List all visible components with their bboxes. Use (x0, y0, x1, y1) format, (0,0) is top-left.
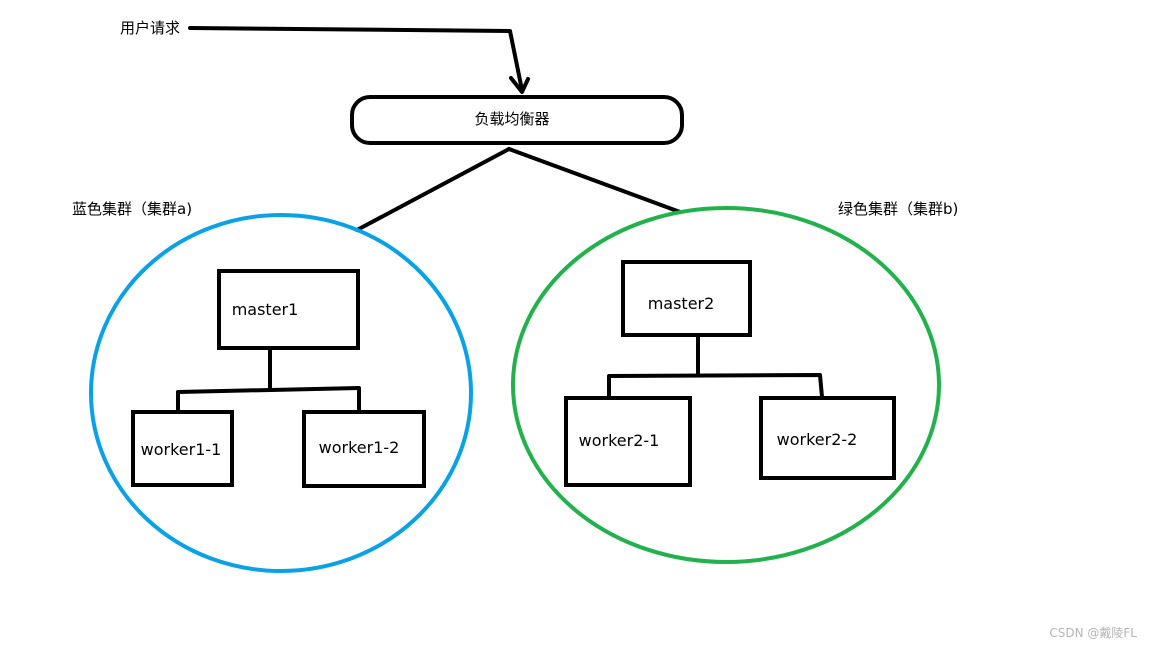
cluster-a-title: 蓝色集群（集群a) (72, 200, 192, 218)
request-arrow (188, 26, 524, 92)
worker1-1-label: worker1-1 (141, 440, 222, 459)
worker1-2-label: worker1-2 (319, 438, 400, 457)
worker1-1-node (131, 410, 234, 487)
master2-to-workers-edge (607, 335, 824, 399)
master1-node (217, 269, 360, 350)
lb-to-cluster-a-edge (355, 147, 511, 232)
master2-node (621, 260, 752, 337)
worker2-2-node (759, 396, 896, 480)
lb-to-cluster-b-edge (507, 147, 682, 214)
master1-label: master1 (232, 300, 299, 319)
worker1-2-node (302, 410, 426, 488)
cluster-b-ellipse (511, 206, 941, 564)
watermark-text: CSDN @戴陵FL (1049, 625, 1137, 640)
cluster-a-ellipse (89, 213, 473, 573)
cluster-b-title: 绿色集群（集群b) (838, 200, 958, 218)
load-balancer-label: 负载均衡器 (474, 110, 549, 128)
worker2-1-label: worker2-1 (579, 431, 660, 450)
master1-to-workers-edge (176, 348, 361, 412)
load-balancer-node (350, 95, 684, 145)
request-arrowhead (509, 76, 530, 94)
worker2-1-node (564, 396, 692, 487)
user-request-label: 用户请求 (120, 19, 180, 37)
master2-label: master2 (648, 294, 715, 313)
worker2-2-label: worker2-2 (777, 430, 858, 449)
